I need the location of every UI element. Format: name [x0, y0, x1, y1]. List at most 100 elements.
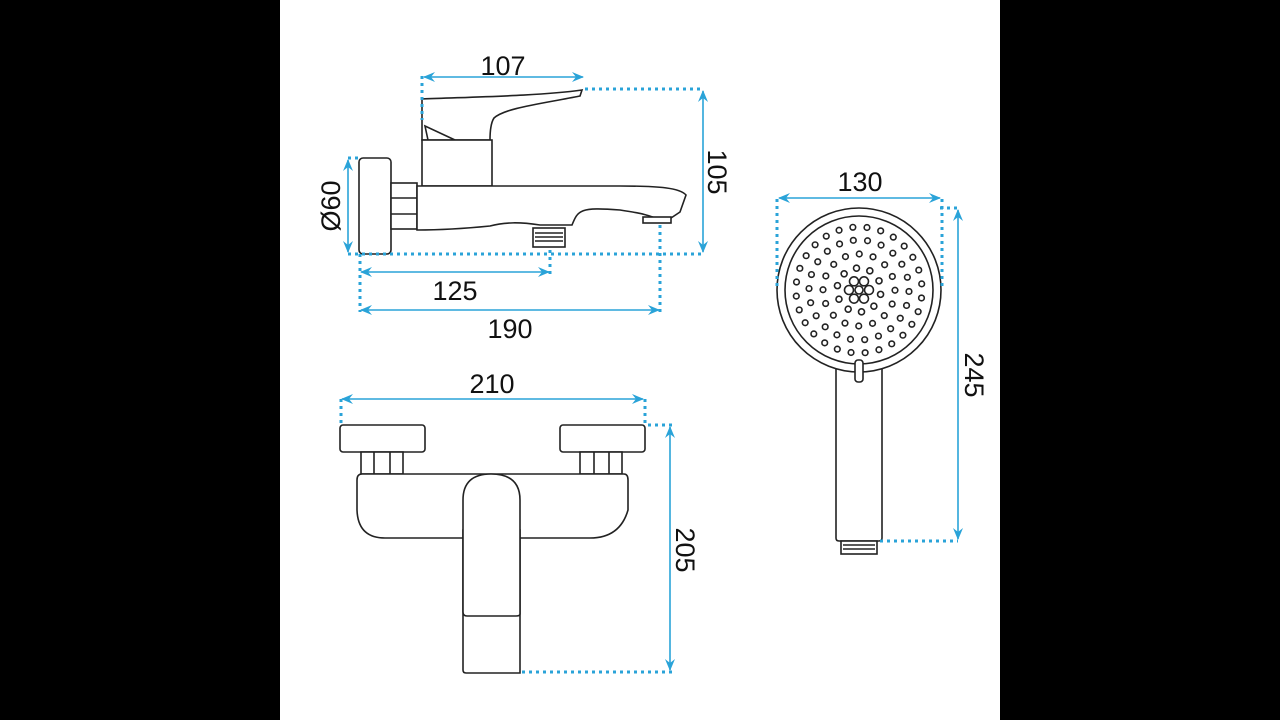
nozzle [833, 281, 842, 290]
nozzle [805, 284, 813, 293]
nozzle [852, 264, 861, 272]
nozzle [841, 319, 849, 327]
dim-outlet-depth: 125 [432, 276, 477, 306]
dim-lever-length: 107 [480, 51, 525, 81]
spout [416, 185, 687, 231]
shower-handle [835, 364, 883, 542]
dim-front-height: 205 [670, 527, 700, 572]
dim-spout-depth: 190 [487, 314, 532, 344]
nozzle [874, 332, 883, 340]
nozzle [840, 269, 848, 278]
nozzle [822, 299, 830, 308]
cartridge-body [421, 139, 493, 187]
nozzle [843, 284, 855, 296]
nozzle [812, 312, 820, 320]
shower-head-outer [776, 207, 942, 373]
nozzle [909, 253, 917, 261]
nozzle [869, 253, 877, 261]
nozzle [835, 226, 843, 234]
nozzle [908, 320, 916, 328]
nozzle [855, 250, 863, 258]
hand-shower-view [776, 207, 942, 555]
nozzle [858, 293, 870, 304]
nozzle [807, 299, 815, 307]
side-view-dimensions: 107 105 Ø60 125 190 [316, 51, 732, 344]
nozzle [881, 261, 889, 269]
nozzle [814, 258, 822, 266]
nozzle [863, 223, 871, 232]
nozzle [875, 277, 883, 285]
nozzle [880, 312, 888, 320]
nozzle [900, 242, 908, 250]
front-view-dimensions: 210 205 [339, 369, 700, 674]
nozzle [888, 300, 896, 308]
dim-side-height: 105 [702, 149, 732, 194]
spray-nozzles [792, 223, 926, 357]
nozzle [841, 253, 850, 261]
nozzle [807, 270, 816, 279]
nozzle [810, 330, 818, 338]
nozzle [917, 294, 926, 302]
dim-head-diameter: 130 [837, 167, 882, 197]
nozzle [796, 264, 804, 272]
nozzle [902, 301, 911, 310]
nozzle [833, 331, 841, 339]
nozzle [829, 311, 837, 319]
nozzle [915, 266, 923, 274]
connector-nut [390, 182, 418, 230]
nozzle [848, 293, 860, 304]
nozzle [835, 240, 844, 248]
hose-connector-thread [840, 540, 878, 555]
nozzle [846, 335, 855, 343]
nozzle [822, 232, 830, 240]
lever-front [462, 473, 521, 617]
nozzle [821, 339, 829, 347]
nozzle [835, 295, 843, 303]
nozzle [887, 325, 895, 333]
nozzle [905, 287, 913, 296]
nozzle [866, 267, 874, 275]
nozzle [849, 223, 857, 231]
center-nozzle [854, 285, 864, 295]
nozzle [811, 241, 819, 249]
nozzle [891, 286, 899, 294]
nozzle [847, 348, 855, 357]
nozzle [822, 272, 830, 280]
nozzle [896, 314, 904, 322]
nozzle [888, 272, 896, 281]
nozzle [858, 276, 870, 287]
nozzle [899, 331, 907, 339]
nozzle [821, 323, 829, 331]
nozzle [889, 249, 897, 257]
nozzle [875, 346, 883, 354]
faucet-side-view [358, 89, 687, 255]
nozzle [870, 302, 878, 311]
nozzle [795, 306, 803, 314]
nozzle [848, 276, 860, 287]
dim-front-width: 210 [469, 369, 514, 399]
nozzle [877, 241, 885, 249]
nozzle [914, 308, 922, 316]
right-flange [559, 424, 646, 453]
nozzle [888, 340, 896, 348]
nozzle [863, 237, 872, 245]
dim-handshower-length: 245 [959, 352, 989, 397]
nozzle [876, 290, 885, 299]
nozzle [903, 273, 911, 281]
nozzle [861, 336, 869, 344]
nozzle [889, 233, 897, 241]
nozzle [918, 280, 926, 288]
spray-selector [854, 359, 864, 383]
nozzle [830, 260, 838, 268]
nozzle [833, 345, 841, 353]
nozzle [792, 292, 800, 300]
nozzle [802, 252, 810, 260]
nozzle [861, 349, 869, 357]
shower-dimensions: 130 245 [775, 167, 989, 543]
nozzle [801, 319, 809, 327]
nozzle [898, 260, 906, 268]
nozzle [868, 319, 877, 327]
wall-flange [358, 157, 392, 255]
